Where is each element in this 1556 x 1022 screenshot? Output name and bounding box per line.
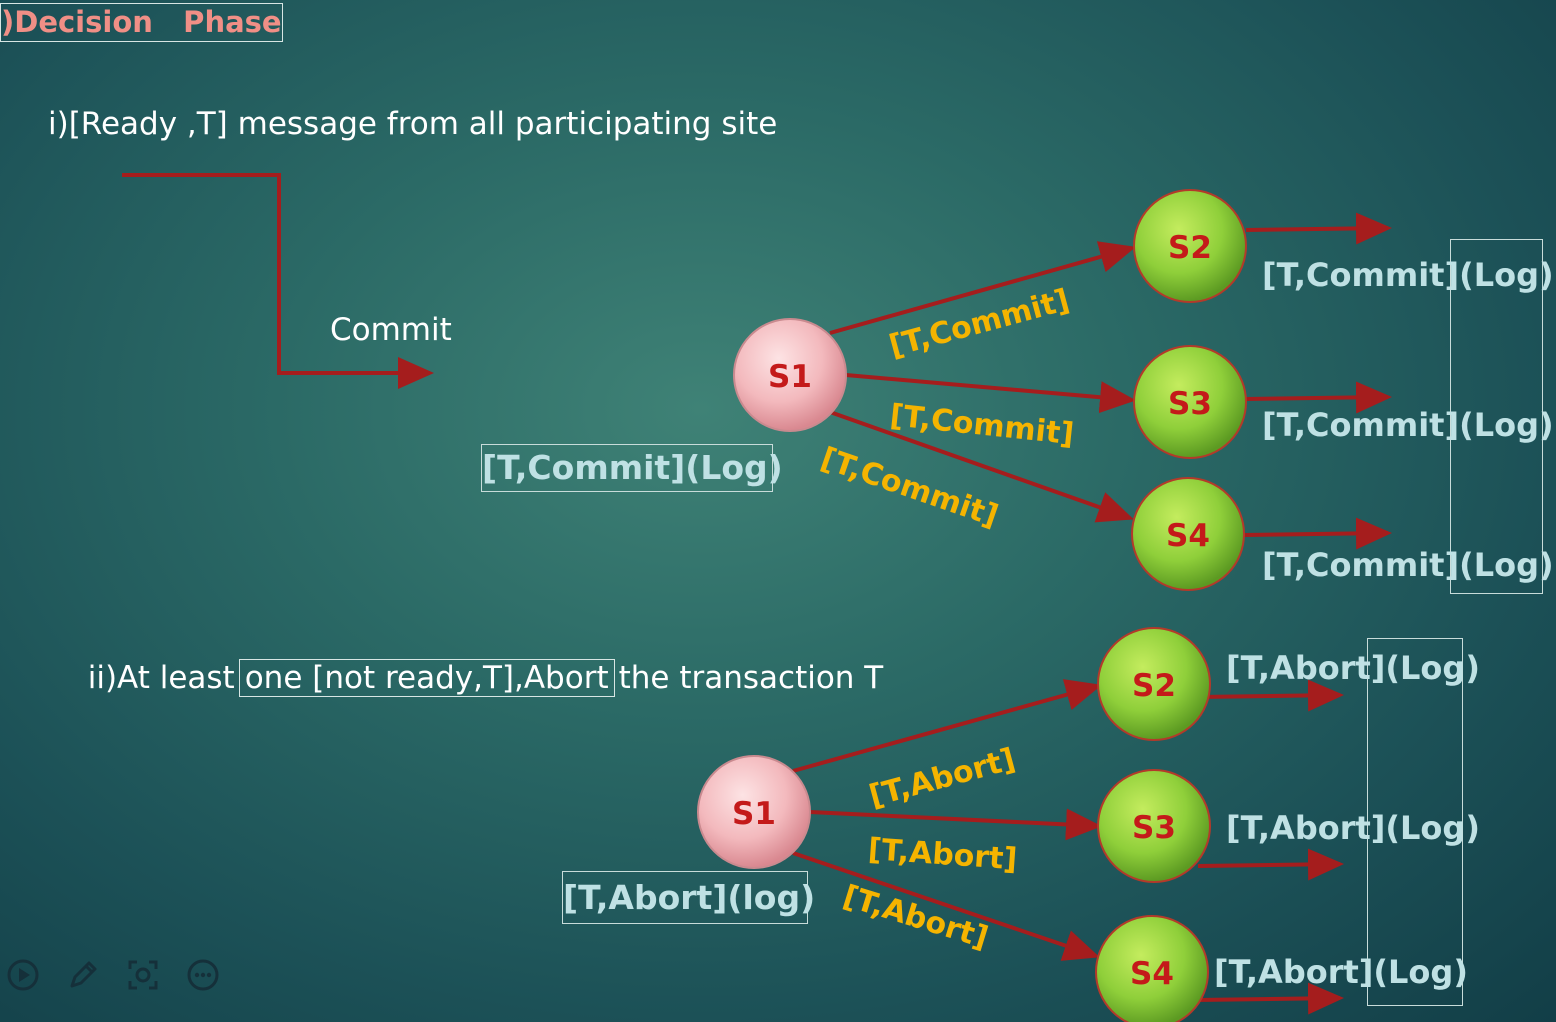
node-label: S4 <box>1130 956 1174 992</box>
coordinator-log-abort: [T,Abort](log) <box>562 871 815 924</box>
presentation-toolbar <box>6 958 220 992</box>
participant-log-frame-commit <box>1450 239 1543 594</box>
node-label: S1 <box>732 796 776 832</box>
out-arrow-s3-abort <box>1197 848 1344 881</box>
node-label: S4 <box>1166 518 1210 554</box>
node-label: S1 <box>768 359 812 395</box>
pen-button[interactable] <box>66 958 100 992</box>
node-s1-abort: S1 <box>697 755 811 869</box>
out-arrow-s2-commit <box>1245 212 1392 245</box>
edge-s1-s4-abort <box>792 851 1100 961</box>
edge-s1-s3-abort <box>809 808 1102 841</box>
edge-s1-s4-commit <box>829 410 1134 523</box>
commit-flow-arrow <box>122 173 434 389</box>
pen-icon <box>70 961 97 988</box>
play-button[interactable] <box>6 958 40 992</box>
out-arrow-s4-abort <box>1195 982 1344 1015</box>
node-s3-commit: S3 <box>1133 345 1247 459</box>
statement-boxed: one [not ready,T],Abort <box>238 659 615 697</box>
statement-prefix: ii)At least <box>87 660 235 696</box>
participant-log-s4-commit: [T,Commit](Log) <box>1262 546 1554 584</box>
decision-commit-label: Commit <box>330 312 452 348</box>
participant-log-s3-abort: [T,Abort](Log) <box>1226 809 1480 847</box>
participant-log-s3-commit: [T,Commit](Log) <box>1262 406 1554 444</box>
participant-log-s2-commit: [T,Commit](Log) <box>1262 256 1554 294</box>
coordinator-log-commit: [T,Commit](Log) <box>481 444 783 492</box>
participant-log-s2-abort: [T,Abort](Log) <box>1226 649 1480 687</box>
statement-ready: i)[Ready ,T] message from all participat… <box>48 106 778 142</box>
out-arrow-s2-abort <box>1197 679 1344 712</box>
edge-s1-s2-abort <box>792 679 1102 773</box>
out-arrow-s4-commit <box>1243 517 1392 550</box>
more-icon <box>187 959 219 991</box>
node-s4-abort: S4 <box>1095 915 1209 1022</box>
play-icon <box>7 959 39 991</box>
node-s2-abort: S2 <box>1097 627 1211 741</box>
node-label: S3 <box>1168 386 1212 422</box>
node-s3-abort: S3 <box>1097 769 1211 883</box>
node-label: S3 <box>1132 810 1176 846</box>
node-label: S2 <box>1132 668 1176 704</box>
out-arrow-s3-commit <box>1245 381 1392 414</box>
screenshot-icon <box>128 960 158 990</box>
edge-s1-s3-commit <box>845 373 1136 414</box>
participant-log-frame-abort <box>1367 638 1463 1006</box>
node-s2-commit: S2 <box>1133 189 1247 303</box>
more-button[interactable] <box>186 958 220 992</box>
statement-suffix: the transaction T <box>618 660 884 696</box>
screenshot-button[interactable] <box>126 958 160 992</box>
node-s1-commit: S1 <box>733 318 847 432</box>
participant-log-s4-abort: [T,Abort](Log) <box>1214 953 1468 991</box>
edge-s1-s2-commit <box>829 241 1136 335</box>
node-label: S2 <box>1168 230 1212 266</box>
page-title: )Decision Phase <box>0 3 283 42</box>
node-s4-commit: S4 <box>1131 477 1245 591</box>
